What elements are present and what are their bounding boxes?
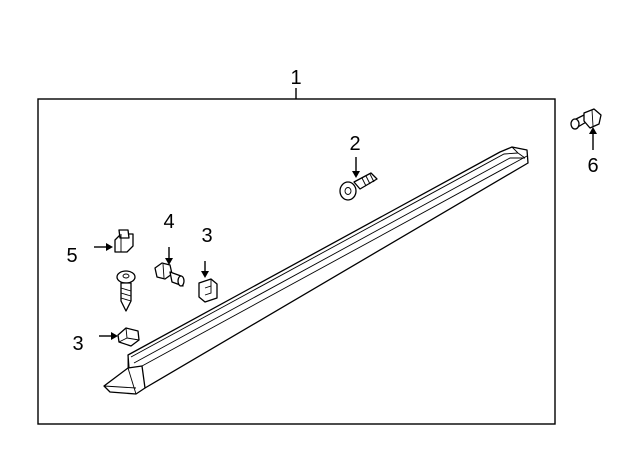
flange-bolt-part-6: [570, 108, 602, 130]
callout-3-upper: 3: [201, 225, 212, 247]
retainer-clip-part-3-upper: [198, 278, 218, 303]
callout-1: 1: [290, 67, 301, 89]
rocker-molding-part: [103, 146, 529, 395]
tapping-screw-part: [116, 270, 136, 312]
arrow-3-lower: [111, 332, 118, 340]
screw-part-2: [339, 172, 378, 201]
push-clip-part-5: [114, 229, 134, 253]
arrow-5: [106, 243, 113, 251]
bolt-part-4: [154, 262, 185, 287]
callout-2: 2: [349, 133, 360, 155]
callout-3-lower: 3: [72, 333, 83, 355]
retainer-clip-part-3-lower: [117, 327, 140, 347]
assembly-frame: [37, 98, 556, 425]
arrow-4: [165, 258, 173, 265]
arrow-3-upper: [201, 271, 209, 278]
arrow-2: [352, 171, 360, 178]
callout-6: 6: [587, 155, 598, 177]
arrow-6: [589, 127, 597, 134]
callout-4: 4: [163, 211, 174, 233]
callout-5: 5: [66, 245, 77, 267]
